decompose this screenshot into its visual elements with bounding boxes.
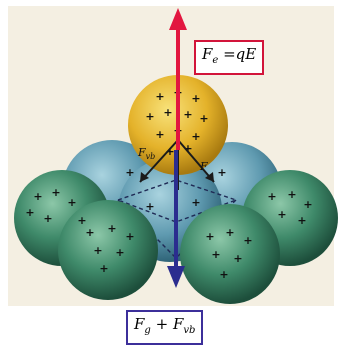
- svg-text:+: +: [163, 106, 172, 119]
- svg-text:+: +: [277, 208, 286, 221]
- svg-text:+: +: [115, 246, 124, 259]
- electric-force-label: Fe =qE: [194, 40, 264, 75]
- svg-text:+: +: [191, 92, 200, 105]
- svg-text:+: +: [267, 190, 276, 203]
- svg-text:+: +: [303, 198, 312, 211]
- svg-text:+: +: [33, 190, 42, 203]
- svg-text:+: +: [25, 206, 34, 219]
- svg-text:+: +: [155, 90, 164, 103]
- fvb-subscript: vb: [183, 325, 195, 336]
- sphere-front-center-left: [58, 200, 158, 300]
- fe-rhs: =qE: [218, 45, 256, 63]
- svg-text:+: +: [199, 112, 208, 125]
- svg-text:+: +: [225, 226, 234, 239]
- svg-text:+: +: [219, 268, 228, 281]
- down-force-label: Fg + Fvb: [126, 310, 203, 345]
- svg-text:+: +: [51, 186, 60, 199]
- fe-symbol: F: [202, 45, 212, 63]
- svg-text:+: +: [125, 230, 134, 243]
- svg-text:+: +: [85, 226, 94, 239]
- svg-text:+: +: [155, 128, 164, 141]
- svg-text:+: +: [217, 166, 226, 179]
- svg-text:+: +: [211, 248, 220, 261]
- svg-text:+: +: [67, 196, 76, 209]
- right-component-symbol: F: [200, 160, 208, 173]
- left-component-symbol: F: [138, 146, 146, 159]
- fvb-symbol: F: [173, 315, 183, 333]
- svg-text:+: +: [145, 200, 154, 213]
- svg-text:+: +: [233, 252, 242, 265]
- plus-sign: +: [151, 315, 173, 333]
- svg-text:+: +: [145, 110, 154, 123]
- svg-text:+: +: [205, 230, 214, 243]
- right-component-label: F: [200, 160, 208, 175]
- svg-text:+: +: [93, 244, 102, 257]
- svg-text:+: +: [125, 166, 134, 179]
- svg-text:+: +: [183, 108, 192, 121]
- svg-text:+: +: [191, 196, 200, 209]
- svg-text:+: +: [243, 234, 252, 247]
- svg-text:+: +: [297, 214, 306, 227]
- svg-text:+: +: [107, 222, 116, 235]
- svg-text:+: +: [191, 130, 200, 143]
- svg-text:+: +: [43, 212, 52, 225]
- left-component-label: Fvb: [138, 146, 155, 161]
- sphere-front-center-right: [180, 204, 280, 304]
- fg-symbol: F: [134, 315, 144, 333]
- svg-text:+: +: [99, 262, 108, 275]
- svg-text:+: +: [287, 188, 296, 201]
- left-component-subscript: vb: [146, 152, 156, 161]
